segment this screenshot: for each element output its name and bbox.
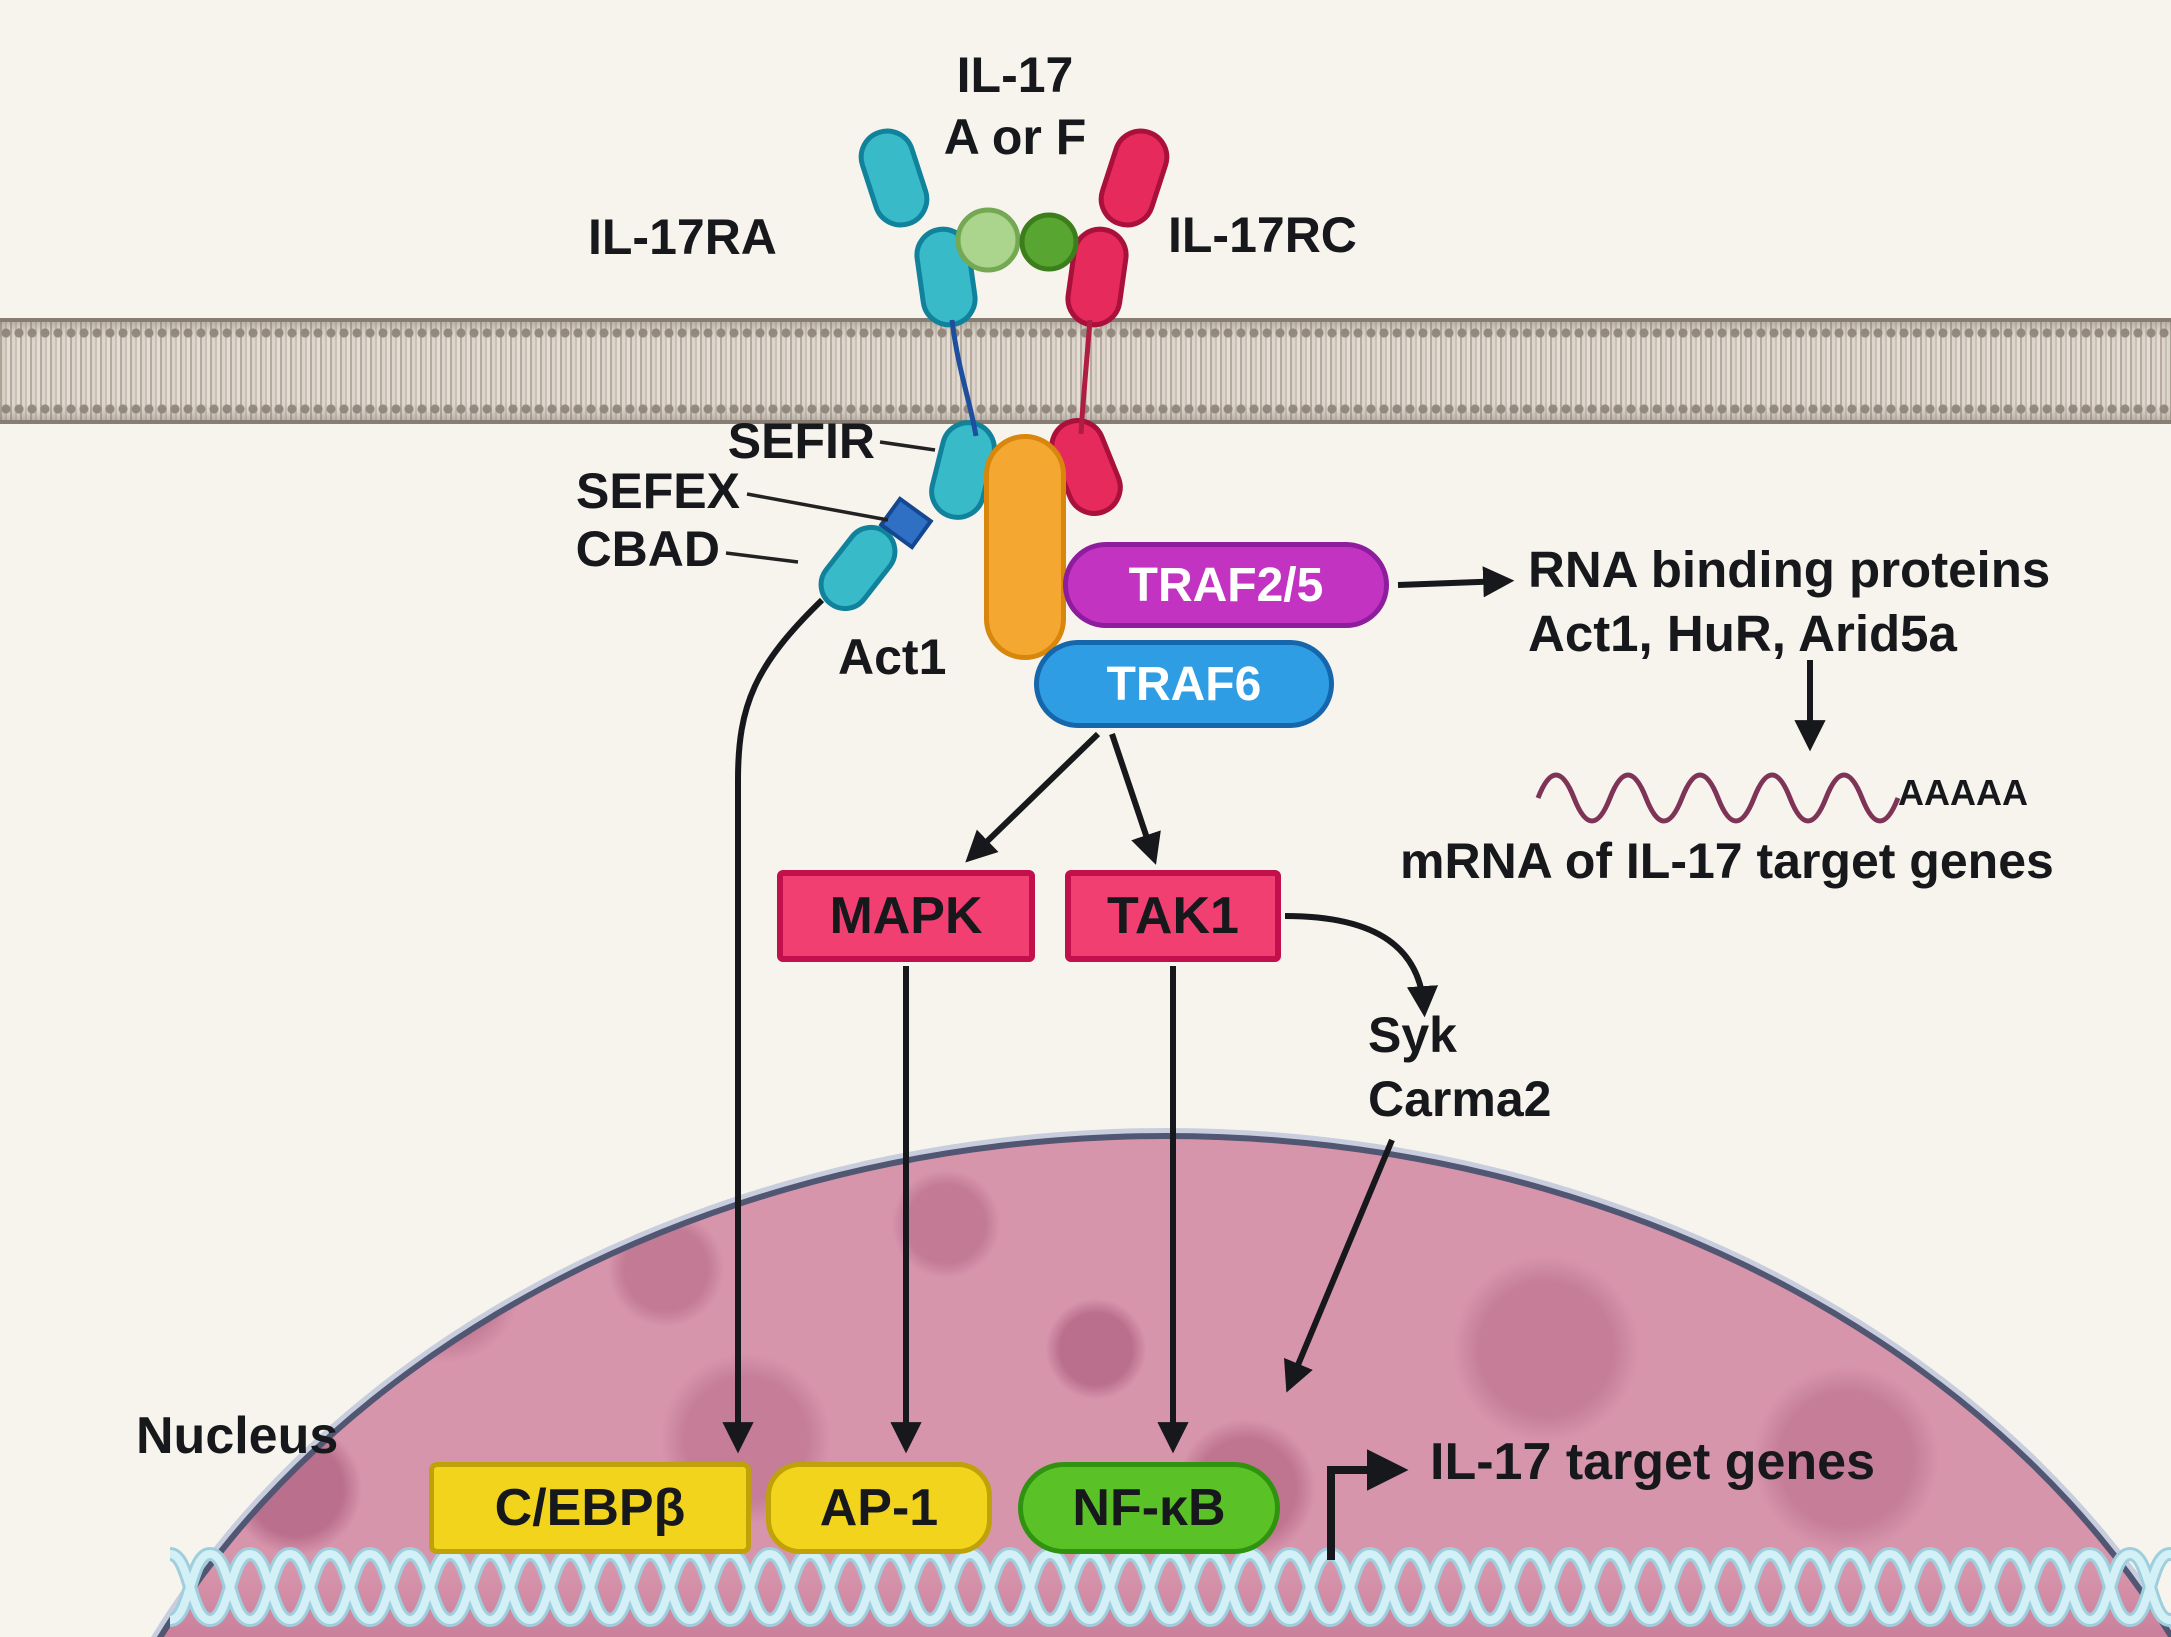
arrow-traf6-to-tak1: [1109, 733, 1161, 865]
il17rc-transmembrane-line: [1078, 319, 1093, 435]
il17-ligand-label-line2: A or F: [943, 109, 1087, 165]
mapk-box: MAPK: [777, 870, 1035, 962]
rna-binding-proteins-label: RNA binding proteins: [1528, 541, 2051, 598]
sefex-connector: [746, 492, 889, 522]
label-connectors: [725, 440, 936, 564]
mrna-wave: [1535, 772, 1901, 824]
il17-subunit-light: [955, 207, 1021, 273]
il17-target-genes-label: IL-17 target genes: [1430, 1433, 1876, 1491]
il17rc-receptor: [1049, 128, 1170, 516]
sefex-domain-shape: [878, 496, 934, 550]
il17-ligand-label-line1: IL-17: [956, 47, 1074, 103]
act1-adaptor-shape: [984, 434, 1066, 660]
sefir-label: SEFIR: [727, 413, 875, 469]
sefex-label: SEFEX: [576, 463, 740, 519]
syk-label: Syk: [1368, 1007, 1457, 1063]
arrow-traf6-to-mapk: [965, 731, 1101, 863]
il17-subunit-dark: [1019, 212, 1079, 272]
tak1-box: TAK1: [1065, 870, 1281, 962]
traf6-box: TRAF6: [1034, 640, 1334, 728]
traf25-box: TRAF2/5: [1063, 542, 1389, 628]
transcription-start-arrow: [1327, 1449, 1409, 1560]
rna-binding-proteins-list: Act1, HuR, Arid5a: [1528, 605, 1957, 662]
cbad-connector: [725, 551, 799, 564]
ap1-transcription-factor-box: AP-1: [766, 1462, 992, 1554]
cebpb-transcription-factor-box: C/EBPβ: [429, 1462, 751, 1554]
il17ra-receptor: [818, 128, 997, 612]
nfkb-transcription-factor-box: NF-κB: [1018, 1462, 1280, 1554]
arrow-tak1-to-syk: [1284, 913, 1439, 1018]
arrow-syk-to-nfkb: [1284, 1138, 1395, 1393]
il17rc-label: IL-17RC: [1168, 207, 1357, 263]
arrow-traf25-to-rna: [1397, 566, 1515, 598]
polya-tail-label: AAAAA: [1898, 772, 2028, 813]
cbad-label: CBAD: [575, 521, 720, 577]
sefir-connector: [879, 440, 936, 452]
arrow-cbad-to-cebpb: [722, 597, 825, 1454]
nucleus-label: Nucleus: [136, 1407, 339, 1465]
il17ra-label: IL-17RA: [588, 209, 777, 265]
il17ra-transmembrane-line: [949, 319, 979, 437]
mrna-caption: mRNA of IL-17 target genes: [1400, 833, 2054, 889]
il17-ligand: [955, 207, 1079, 273]
act1-label: Act1: [838, 629, 947, 685]
carma2-label: Carma2: [1368, 1071, 1552, 1127]
